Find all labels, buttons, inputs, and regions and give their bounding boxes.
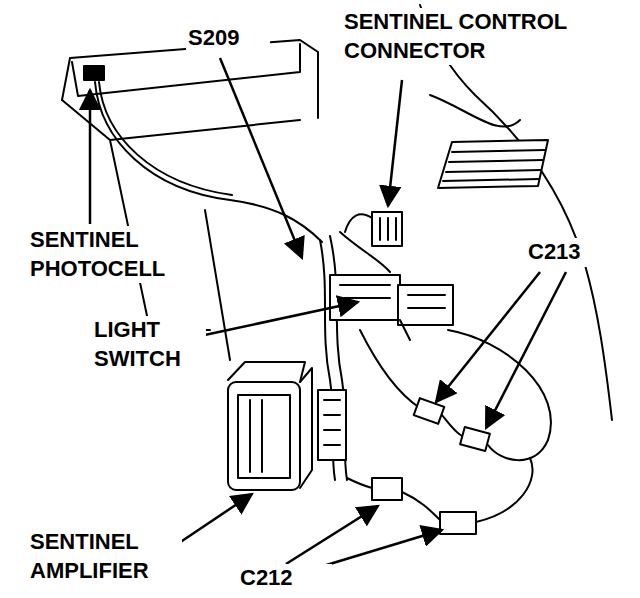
connector (372, 478, 402, 500)
part-label: SENTINEL CONTROL CONNECTOR (342, 8, 616, 65)
connector (414, 398, 445, 424)
part-label: SENTINEL PHOTOCELL (28, 226, 182, 283)
photocell (84, 66, 104, 80)
amplifier-box (228, 382, 300, 490)
part-label: C213 (526, 238, 620, 267)
part-label: S209 (186, 24, 270, 53)
leader-arrow (89, 90, 92, 224)
vent-grille (438, 140, 548, 188)
part-label: LIGHT SWITCH (92, 316, 206, 373)
leader-arrow (486, 272, 566, 428)
leader-arrow (200, 302, 358, 336)
connector (440, 512, 476, 534)
dash-outline (420, 5, 612, 420)
connector (460, 427, 490, 451)
leader-arrow (388, 80, 402, 206)
leader-arrow (436, 272, 540, 402)
connector (372, 212, 402, 246)
part-label: C212 (238, 564, 332, 593)
leader-arrow (220, 58, 302, 258)
leader-arrow (286, 506, 378, 564)
part-label: SENTINEL AMPLIFIER (28, 528, 182, 585)
wire (448, 330, 551, 460)
wire (95, 82, 322, 242)
leader-arrow (176, 494, 252, 545)
